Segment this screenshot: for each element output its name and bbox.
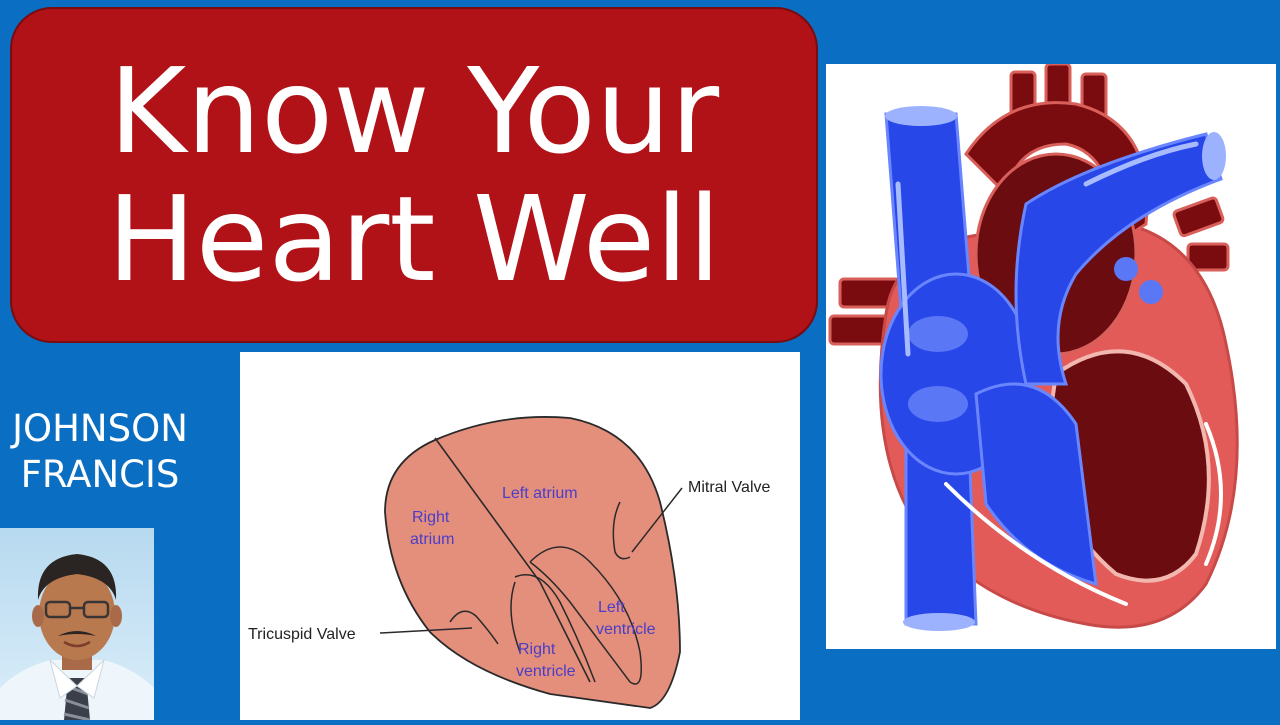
title-line-2: Heart Well (107, 170, 721, 308)
label-right-atrium-2: atrium (410, 531, 454, 548)
author-name: JOHNSON FRANCIS (0, 406, 200, 498)
label-tricuspid-valve: Tricuspid Valve (248, 626, 356, 643)
author-first-name: JOHNSON (12, 407, 188, 450)
label-right-ventricle-1: Right (518, 641, 556, 658)
heart-outline (384, 416, 681, 709)
label-left-atrium: Left atrium (502, 485, 578, 502)
label-right-atrium-1: Right (412, 509, 450, 526)
title-banner: Know Your Heart Well (10, 7, 818, 343)
mitral-pointer (631, 487, 683, 553)
label-mitral-valve: Mitral Valve (688, 479, 770, 496)
portrait-image (0, 554, 154, 720)
author-last-name: FRANCIS (20, 453, 180, 496)
author-photo (0, 528, 154, 720)
tricuspid-pointer (379, 627, 473, 634)
heart-illustration-panel (826, 62, 1276, 649)
label-left-ventricle-2: ventricle (596, 621, 656, 638)
heart-illustration (828, 62, 1239, 631)
label-left-ventricle-1: Left (598, 599, 625, 616)
title-line-1: Know Your (108, 42, 720, 180)
heart-chamber-diagram: Left atrium Right atrium Left ventricle … (240, 352, 800, 720)
label-right-ventricle-2: ventricle (516, 663, 576, 680)
